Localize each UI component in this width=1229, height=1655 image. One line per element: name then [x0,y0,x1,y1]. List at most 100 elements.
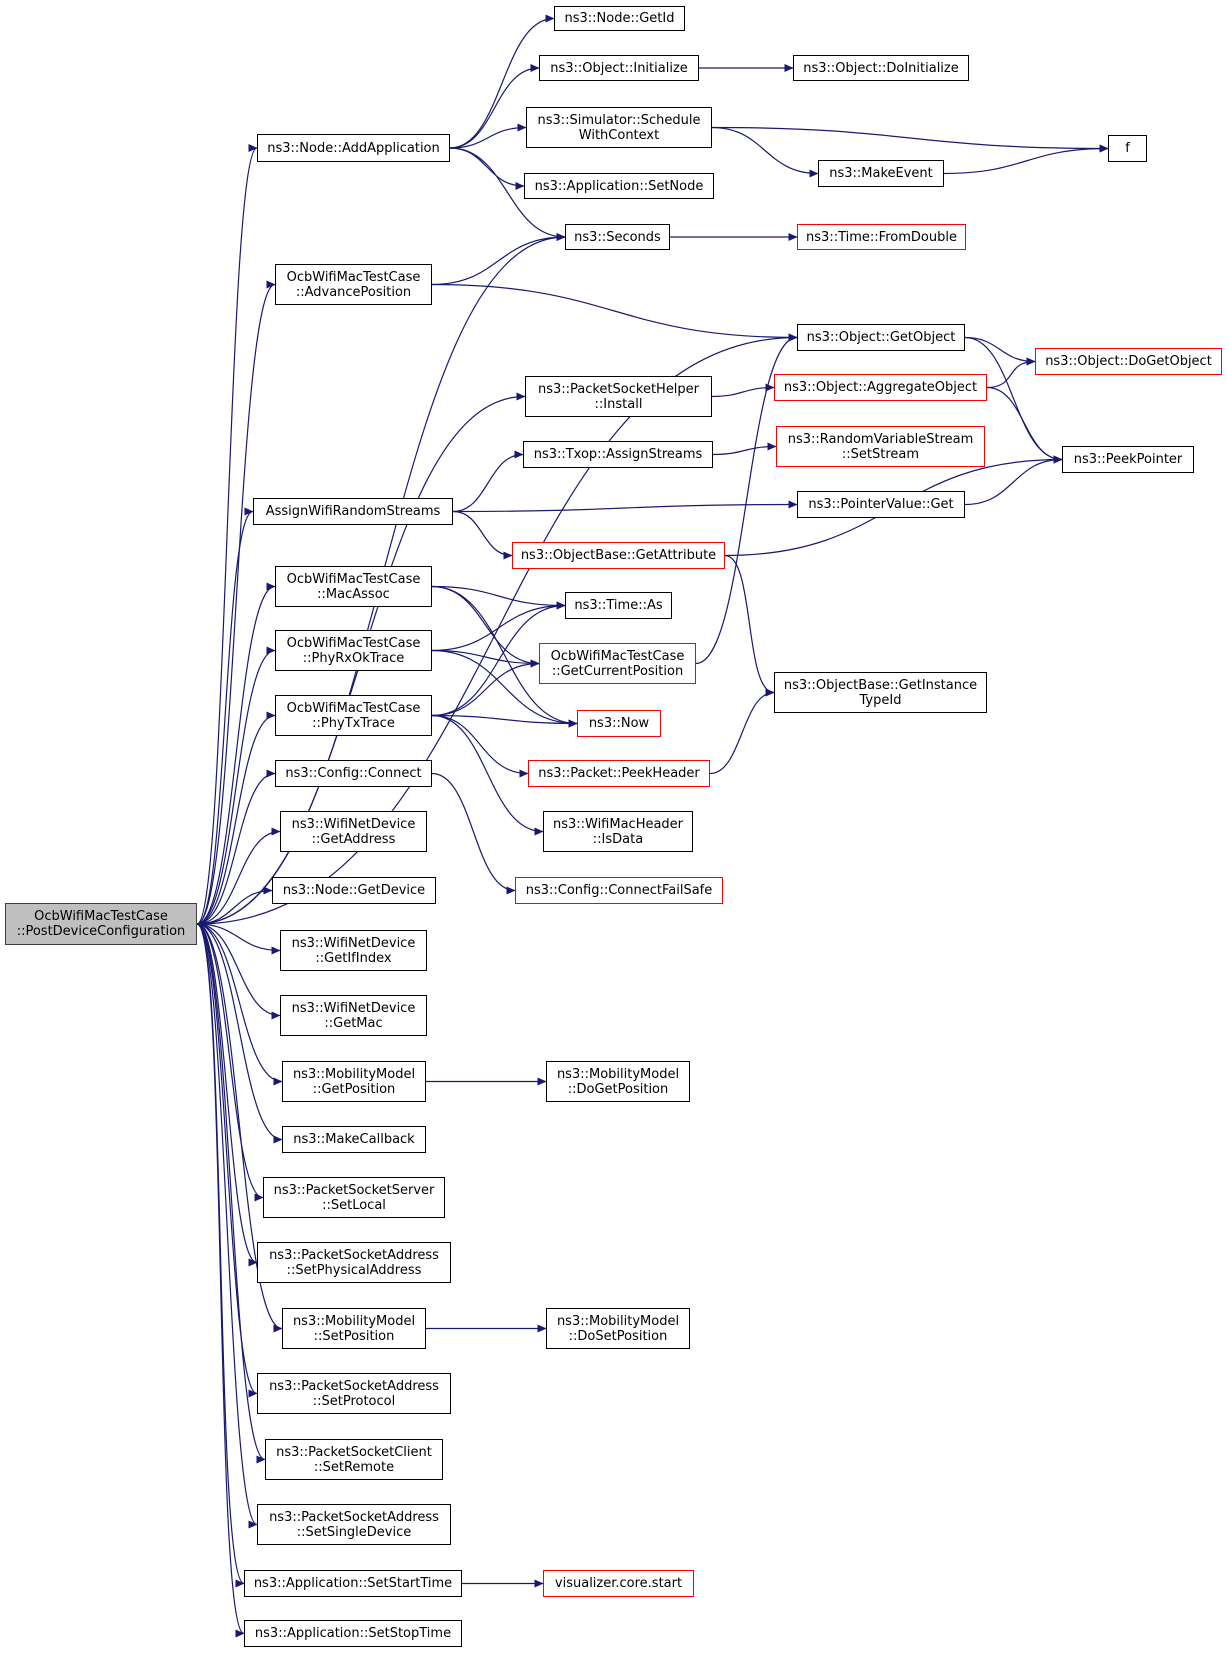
node-getdevice[interactable]: ns3::Node::GetDevice [272,877,436,904]
f[interactable]: f [1108,135,1147,162]
mobilitymodel-dosetposition[interactable]: ns3::MobilityModel ::DoSetPosition [546,1308,690,1349]
edge-root-to-application_setstoptime [196,923,245,1638]
edge-getcurrentposition-to-object_getobject [695,333,798,665]
edge-node_addapplication-to-application_setnode [449,147,525,191]
edge-phyrxoktrace-to-now [431,649,578,728]
visualizer-core-start[interactable]: visualizer.core.start [543,1570,694,1597]
edge-root-to-wifinetdevice_getaddress [196,827,281,925]
mobilitymodel-getposition[interactable]: ns3::MobilityModel ::GetPosition [282,1061,426,1102]
edge-root-to-macassoc [196,582,276,925]
time-as[interactable]: ns3::Time::As [565,592,672,619]
now[interactable]: ns3::Now [577,710,661,737]
edge-object_aggregateobject-to-object_dogetobject [986,357,1036,389]
edge-phytxtrace-to-wifimacheader_isdata [431,714,544,836]
phyrxoktrace[interactable]: OcbWifiMacTestCase ::PhyRxOkTrace [275,630,432,671]
edge-simulator_schedulewithcontext-to-makeevent [711,126,819,178]
macassoc[interactable]: OcbWifiMacTestCase ::MacAssoc [275,566,432,607]
packetsocketaddress-setprotocol[interactable]: ns3::PacketSocketAddress ::SetProtocol [257,1373,451,1414]
edge-assignwifirandomstreams-to-txop_assignstreams [452,450,524,513]
edge-root-to-mobilitymodel_setposition [196,923,283,1333]
edge-packetsockethelper_install-to-object_aggregateobject [711,383,775,398]
application-setnode[interactable]: ns3::Application::SetNode [524,173,714,199]
edge-root-to-wifinetdevice_getifindex [196,923,281,955]
edge-root-to-packetsocketaddress_setprotocol [196,923,258,1398]
edge-root-to-wifinetdevice_getmac [196,923,281,1020]
edge-makeevent-to-f [943,144,1109,175]
randomvariablestream-setstream[interactable]: ns3::RandomVariableStream ::SetStream [776,426,985,467]
object-initialize[interactable]: ns3::Object::Initialize [539,55,699,81]
config-connect[interactable]: ns3::Config::Connect [275,760,432,787]
edge-config_connect-to-config_connectfailsafe [431,772,516,895]
edge-root-to-packetsocketserver_setlocal [196,923,264,1202]
simulator-schedulewithcontext[interactable]: ns3::Simulator::Schedule WithContext [526,107,712,148]
txop-assignstreams[interactable]: ns3::Txop::AssignStreams [523,441,713,468]
edge-objectbase_getattribute-to-objectbase_getinstancetypeid [724,554,775,697]
edge-root-to-makecallback [196,923,283,1144]
edge-root-to-phytxtrace [196,711,276,925]
edge-macassoc-to-now [431,585,578,728]
edge-root-to-advanceposition [196,280,276,925]
edge-root-to-node_addapplication [196,144,258,925]
object-getobject[interactable]: ns3::Object::GetObject [797,324,965,351]
edge-node_addapplication-to-seconds [449,147,566,242]
root-function-node[interactable]: OcbWifiMacTestCase ::PostDeviceConfigura… [5,903,197,945]
edge-object_aggregateobject-to-peekpointer [986,386,1063,464]
packet-peekheader[interactable]: ns3::Packet::PeekHeader [528,760,710,787]
makeevent[interactable]: ns3::MakeEvent [818,160,944,187]
time-fromdouble[interactable]: ns3::Time::FromDouble [797,224,966,250]
packetsocketaddress-setphysicaladdress[interactable]: ns3::PacketSocketAddress ::SetPhysicalAd… [257,1242,451,1283]
wifinetdevice-getifindex[interactable]: ns3::WifiNetDevice ::GetIfIndex [280,930,427,971]
edge-node_addapplication-to-simulator_schedulewithcontext [449,123,527,149]
edge-phytxtrace-to-packet_peekheader [431,714,529,778]
assignwifirandomstreams[interactable]: AssignWifiRandomStreams [253,498,453,525]
edge-node_addapplication-to-object_initialize [449,63,540,149]
edge-phyrxoktrace-to-time_as [431,601,566,652]
edge-phyrxoktrace-to-getcurrentposition [431,649,540,668]
getcurrentposition[interactable]: OcbWifiMacTestCase ::GetCurrentPosition [539,643,696,684]
mobilitymodel-setposition[interactable]: ns3::MobilityModel ::SetPosition [282,1308,426,1349]
edge-root-to-node_getdevice [196,886,273,925]
objectbase-getattribute[interactable]: ns3::ObjectBase::GetAttribute [512,542,725,569]
edge-root-to-packetsocketclient_setremote [196,923,266,1464]
mobilitymodel-dogetposition[interactable]: ns3::MobilityModel ::DoGetPosition [546,1061,690,1102]
wifimacheader-isdata[interactable]: ns3::WifiMacHeader ::IsData [543,811,693,852]
edge-assignwifirandomstreams-to-objectbase_getattribute [452,510,513,560]
advanceposition[interactable]: OcbWifiMacTestCase ::AdvancePosition [275,264,432,305]
wifinetdevice-getmac[interactable]: ns3::WifiNetDevice ::GetMac [280,995,427,1036]
packetsocketaddress-setsingledevice[interactable]: ns3::PacketSocketAddress ::SetSingleDevi… [257,1504,451,1545]
edge-packet_peekheader-to-objectbase_getinstancetypeid [709,688,775,775]
peekpointer[interactable]: ns3::PeekPointer [1062,446,1194,473]
edge-assignwifirandomstreams-to-pointervalue_get [452,500,798,513]
edge-object_getobject-to-object_dogetobject [964,336,1036,366]
makecallback[interactable]: ns3::MakeCallback [282,1126,426,1153]
edge-advanceposition-to-seconds [431,232,566,286]
edge-txop_assignstreams-to-randomvariablestream_setstream [712,442,777,456]
config-connectfailsafe[interactable]: ns3::Config::ConnectFailSafe [515,877,723,904]
objectbase-getinstancetypeid[interactable]: ns3::ObjectBase::GetInstance TypeId [774,672,987,713]
application-setstoptime[interactable]: ns3::Application::SetStopTime [244,1620,462,1647]
packetsocketclient-setremote[interactable]: ns3::PacketSocketClient ::SetRemote [265,1439,443,1480]
packetsockethelper-install[interactable]: ns3::PacketSocketHelper ::Install [525,376,712,417]
object-aggregateobject[interactable]: ns3::Object::AggregateObject [774,374,987,401]
application-setstarttime[interactable]: ns3::Application::SetStartTime [244,1570,462,1597]
edge-root-to-config_connect [196,769,276,925]
node-getid[interactable]: ns3::Node::GetId [554,6,685,31]
object-doinitialize[interactable]: ns3::Object::DoInitialize [793,55,969,81]
packetsocketserver-setlocal[interactable]: ns3::PacketSocketServer ::SetLocal [263,1177,445,1218]
edge-simulator_schedulewithcontext-to-f [711,126,1109,153]
object-dogetobject[interactable]: ns3::Object::DoGetObject [1035,348,1222,375]
phytxtrace[interactable]: OcbWifiMacTestCase ::PhyTxTrace [275,695,432,736]
edge-macassoc-to-time_as [431,585,566,610]
edge-root-to-assignwifirandomstreams [196,507,254,925]
seconds[interactable]: ns3::Seconds [565,224,670,250]
wifinetdevice-getaddress[interactable]: ns3::WifiNetDevice ::GetAddress [280,811,427,852]
edge-pointervalue_get-to-peekpointer [964,455,1063,506]
edge-root-to-packetsocketaddress_setsingledevice [196,923,258,1529]
node-addapplication[interactable]: ns3::Node::AddApplication [257,134,450,162]
pointervalue-get[interactable]: ns3::PointerValue::Get [797,491,965,518]
edge-root-to-packetsocketaddress_setphysicaladdress [196,923,258,1267]
edge-root-to-phyrxoktrace [196,646,276,925]
edge-phytxtrace-to-now [431,714,578,728]
